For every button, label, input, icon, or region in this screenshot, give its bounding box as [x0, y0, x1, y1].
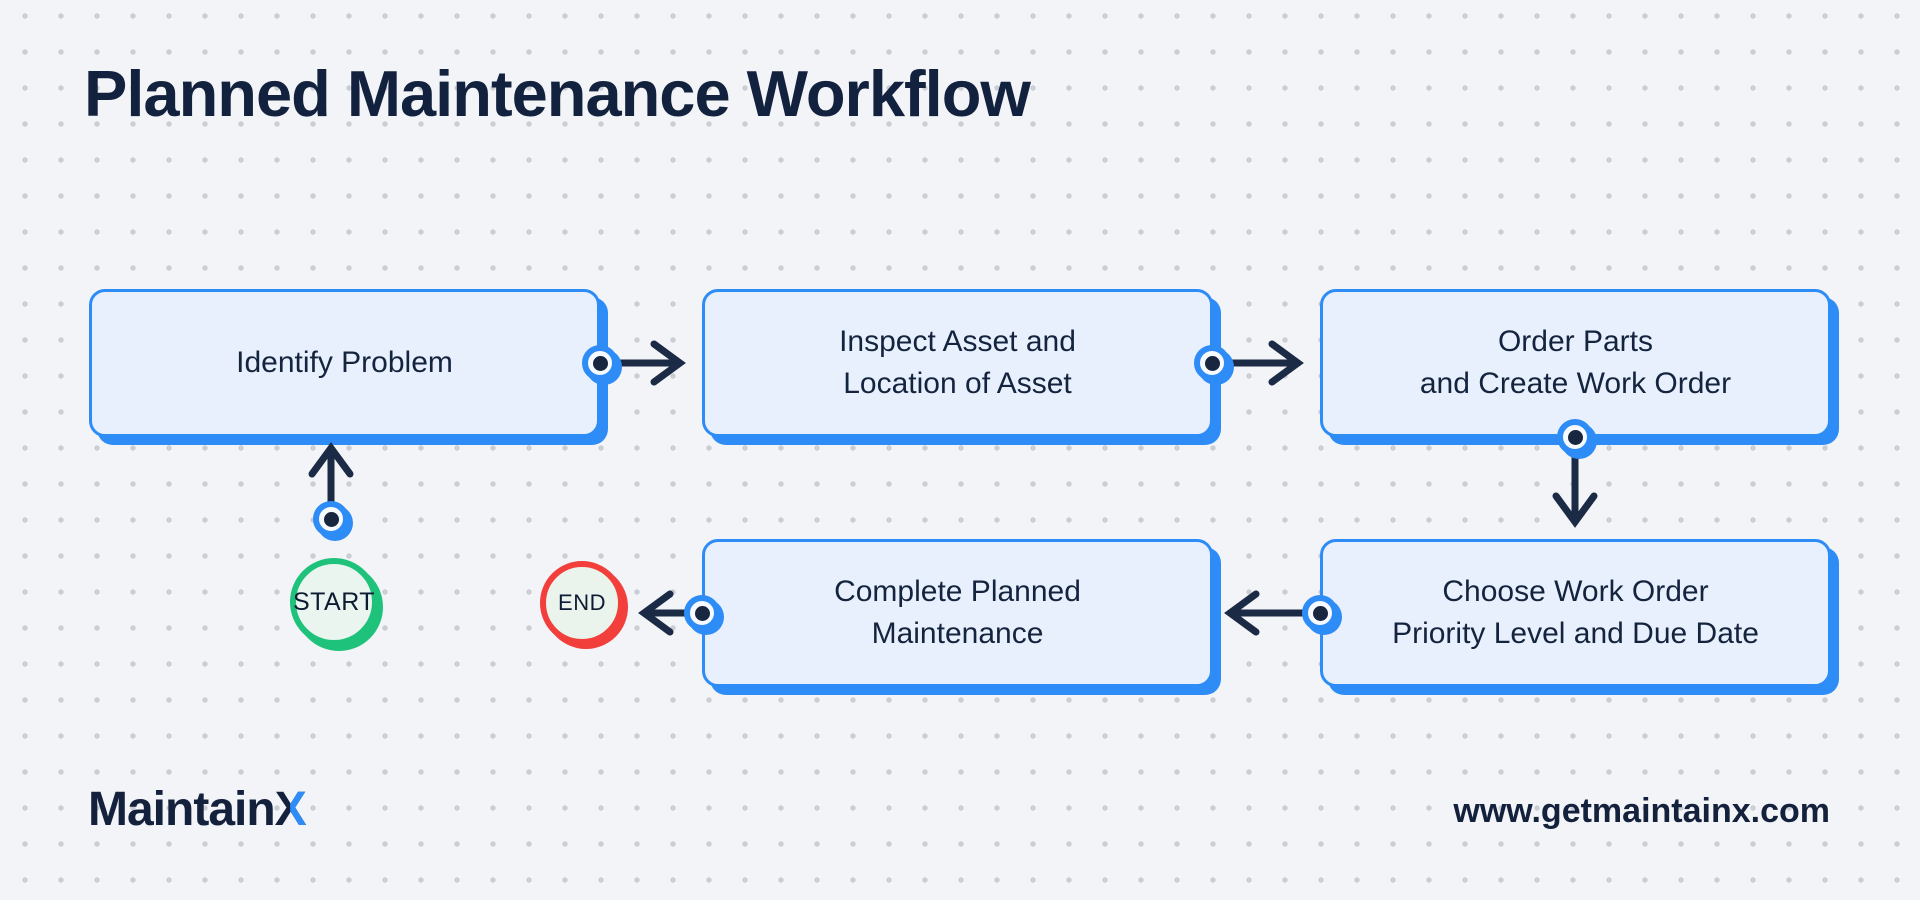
- arrow-order-to-choose: [1552, 448, 1598, 528]
- flow-box-inspect-asset: Inspect Asset and Location of Asset: [702, 289, 1213, 437]
- start-terminal: START: [290, 558, 378, 646]
- flow-box-label-line2: and Create Work Order: [1419, 367, 1732, 400]
- flow-box-label-line1: Complete Planned: [834, 575, 1081, 608]
- connector-node-icon: [1557, 419, 1593, 455]
- connector-node-icon: [1194, 345, 1230, 381]
- end-label: END: [558, 590, 606, 615]
- arrow-start-to-identify: [308, 442, 354, 508]
- logo-text: Maintain: [88, 783, 276, 836]
- flow-box-label-line2: Maintenance: [871, 617, 1044, 650]
- end-terminal: END: [540, 561, 624, 645]
- connector-node-icon: [313, 501, 349, 537]
- flow-box-label-line1: Order Parts: [1497, 325, 1654, 358]
- flow-box-choose-priority: Choose Work Order Priority Level and Due…: [1320, 539, 1831, 687]
- connector-node-icon: [1302, 595, 1338, 631]
- connector-node-icon: [684, 595, 720, 631]
- flow-box-complete-maintenance: Complete Planned Maintenance: [702, 539, 1213, 687]
- flow-box-label: Identify Problem: [236, 346, 453, 379]
- page-title: Planned Maintenance Workflow: [84, 57, 1031, 130]
- flow-box-label-line2: Location of Asset: [843, 367, 1072, 400]
- flow-box-label-line2: Priority Level and Due Date: [1392, 617, 1759, 650]
- arrow-choose-to-complete: [1224, 590, 1306, 636]
- start-label: START: [292, 587, 376, 616]
- connector-node-icon: [582, 345, 618, 381]
- website-url: www.getmaintainx.com: [1453, 792, 1830, 830]
- flow-box-label-line1: Choose Work Order: [1442, 575, 1709, 608]
- flow-box-label-line1: Inspect Asset and: [839, 325, 1076, 358]
